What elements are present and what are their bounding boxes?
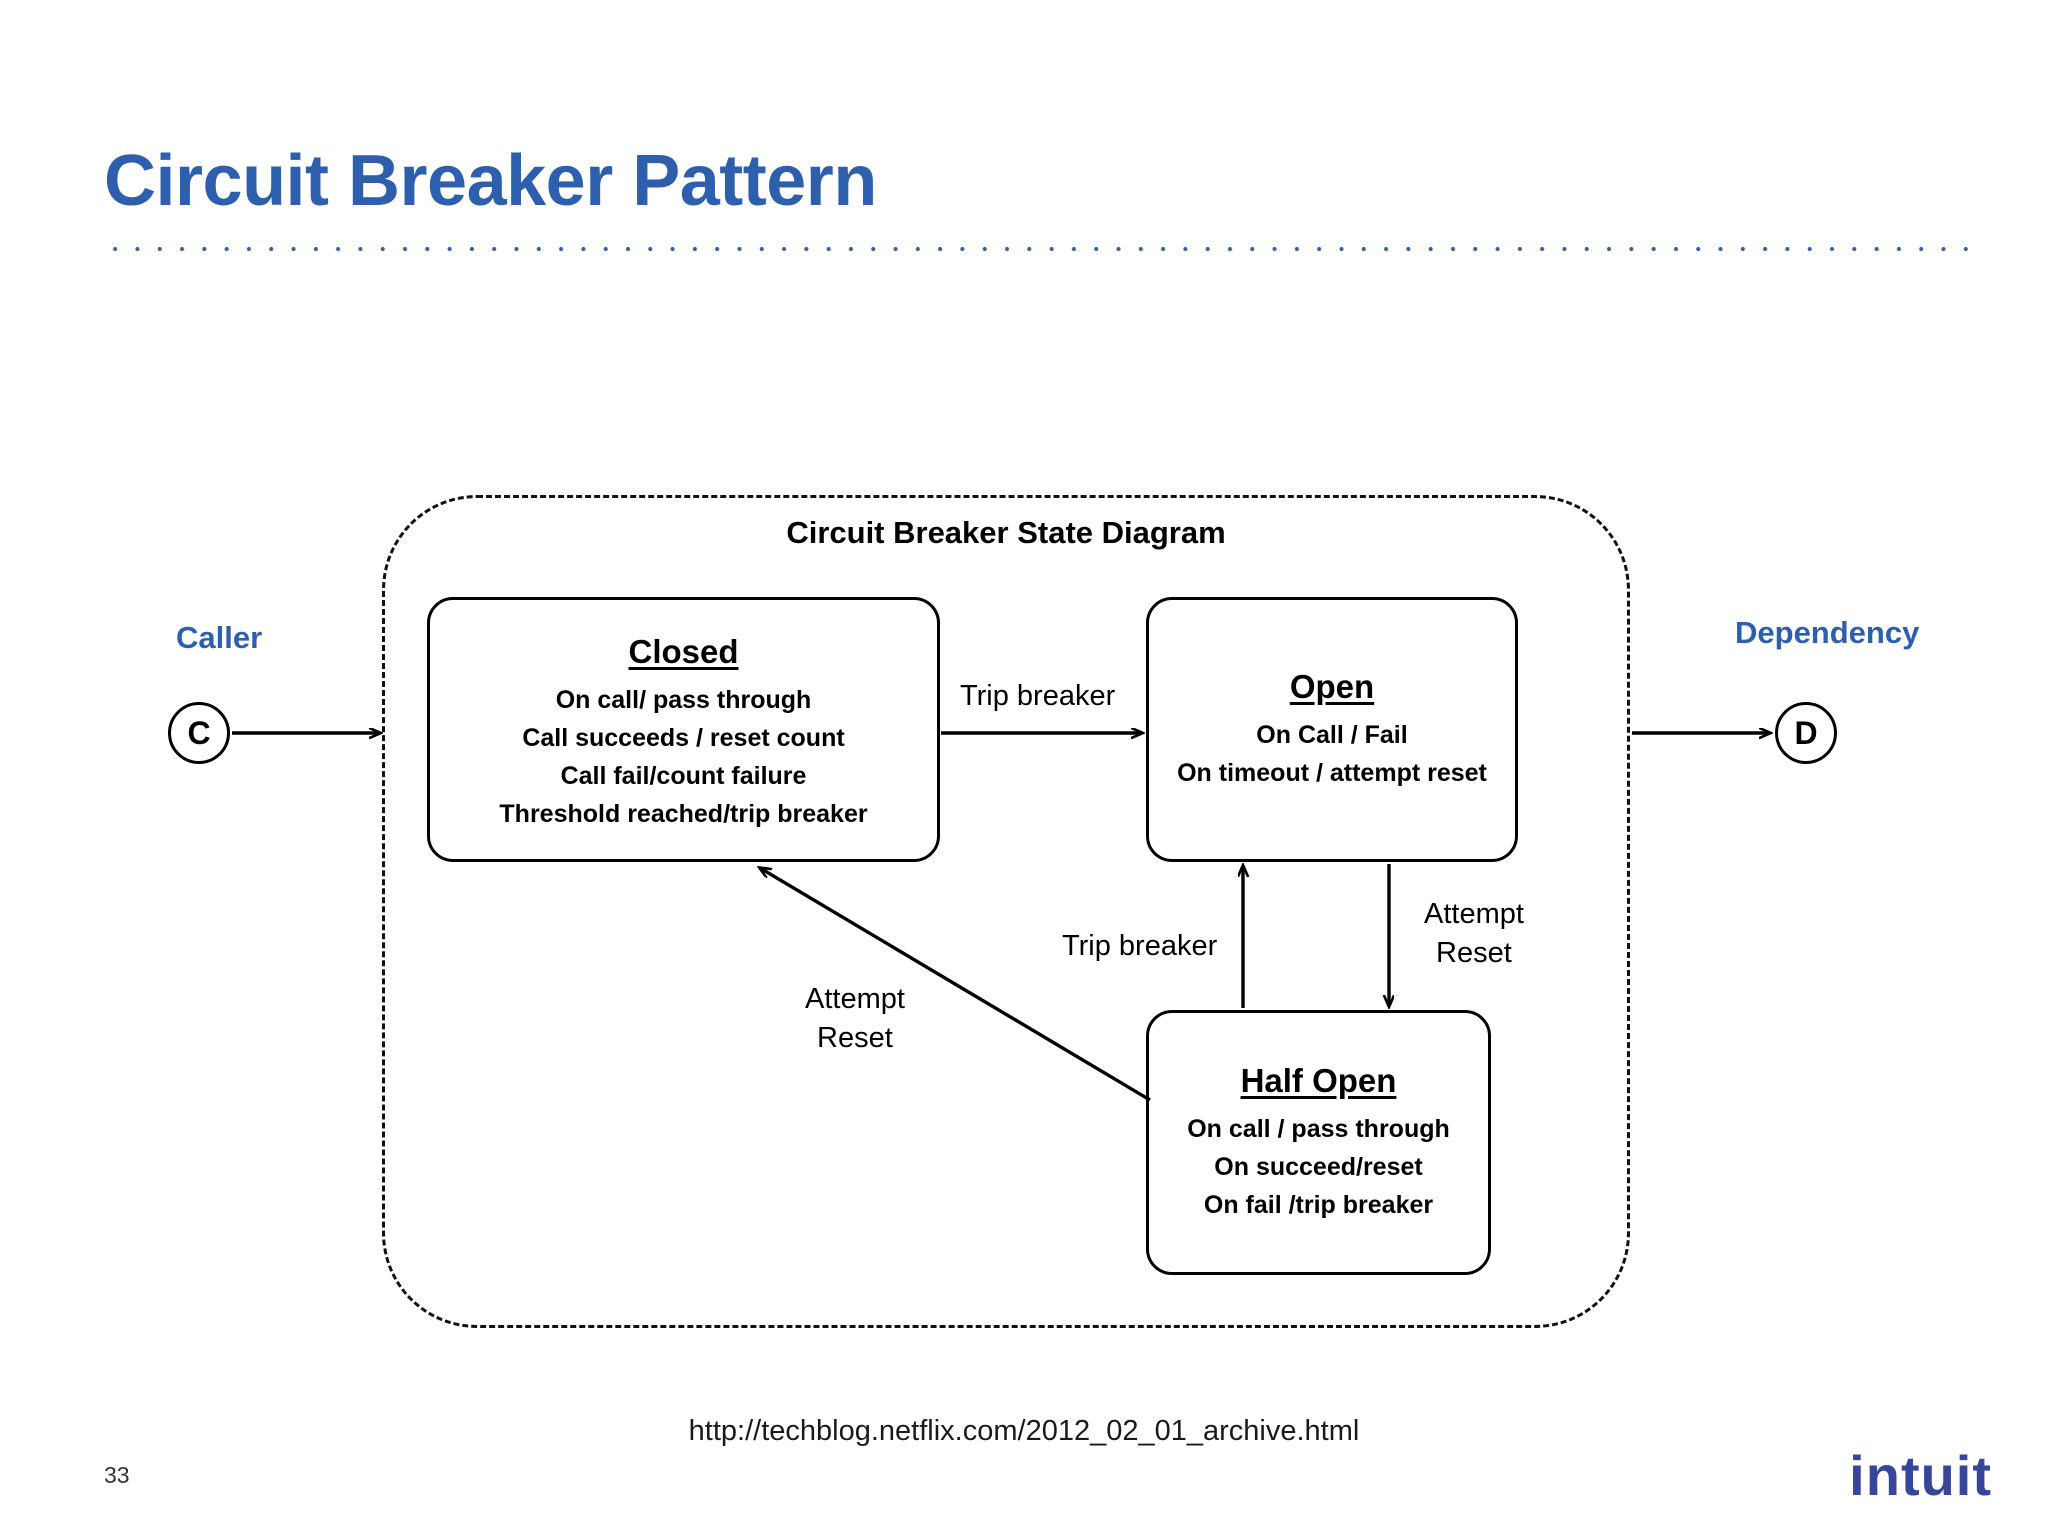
edge-label-halfopen-to-open: Trip breaker [1062,930,1218,962]
state-line-open-1: On Call / Fail [1256,720,1408,749]
diagram-title: Circuit Breaker State Diagram [786,515,1226,550]
edge-label-open-to-halfopen: Attempt Reset [1424,895,1524,973]
state-box-closed: Closed On call/ pass through Call succee… [427,597,940,862]
state-name-open: Open [1289,667,1375,705]
state-line-half-open-2: On succeed/reset [1214,1152,1423,1181]
page-title: Circuit Breaker Pattern [104,141,877,221]
edge-label-open-to-halfopen-line1: Attempt [1424,898,1524,930]
title-divider [104,245,1968,253]
state-line-closed-1: On call/ pass through [555,685,812,714]
edge-label-halfopen-to-closed: Attempt Reset [805,980,905,1058]
state-name-closed: Closed [628,632,739,670]
state-name-half-open: Half Open [1240,1061,1397,1099]
circuit-breaker-boundary [382,495,1630,1328]
edge-label-open-to-halfopen-line2: Reset [1436,937,1512,970]
state-line-closed-4: Threshold reached/trip breaker [499,799,868,828]
edge-label-halfopen-to-closed-line1: Attempt [805,983,905,1015]
dependency-label: Dependency [1735,615,1920,650]
state-line-half-open-3: On fail /trip breaker [1203,1190,1434,1219]
state-line-closed-3: Call fail/count failure [560,761,807,790]
edge-label-closed-to-open: Trip breaker [960,680,1116,712]
state-line-open-2: On timeout / attempt reset [1177,758,1487,787]
source-url: http://techblog.netflix.com/2012_02_01_a… [688,1415,1360,1447]
page-number: 33 [104,1462,130,1488]
state-line-closed-2: Call succeeds / reset count [522,723,845,752]
dependency-node: D [1775,702,1837,764]
state-box-open: Open On Call / Fail On timeout / attempt… [1146,597,1518,862]
caller-label: Caller [176,620,263,655]
edge-label-halfopen-to-closed-line2: Reset [817,1022,893,1055]
intuit-logo: intuit [1849,1444,1992,1507]
state-box-half-open: Half Open On call / pass through On succ… [1146,1010,1491,1275]
caller-node: C [168,702,230,764]
state-line-half-open-1: On call / pass through [1187,1114,1450,1143]
